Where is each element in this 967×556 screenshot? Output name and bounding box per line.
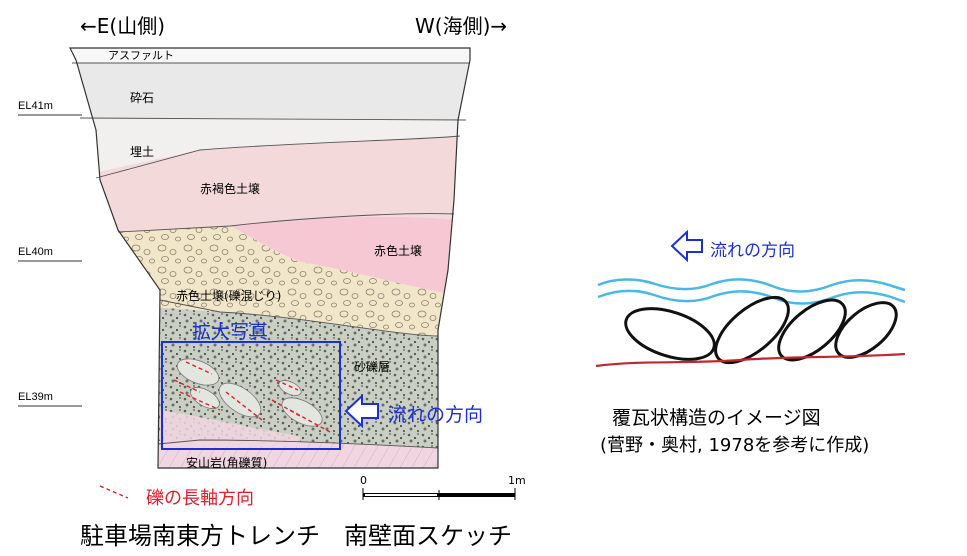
long-axis-mark: [289, 409, 331, 433]
imbrication-source: (菅野・奥村, 1978を参考に作成): [600, 435, 870, 456]
enlarged-photo-label: 拡大写真: [192, 321, 269, 343]
west-direction-label: W(海側)→: [415, 14, 508, 38]
pebble: [714, 295, 790, 365]
long-axis-mark: [271, 399, 301, 417]
long-axis-mark: [173, 379, 201, 393]
fill-label: 埋土: [130, 145, 155, 159]
red-soil-label: 赤色土壌: [374, 244, 423, 258]
scale-bar: [362, 488, 516, 500]
fill-layer: [70, 118, 470, 180]
elevation-label-el40: EL40m: [18, 246, 53, 258]
long-axis-mark: [185, 361, 213, 375]
scale-start-label: 0: [360, 474, 367, 487]
riverbed-line: [595, 352, 906, 368]
trench-sketch: [18, 47, 516, 500]
reddish-brown-soil-label: 赤褐色土壌: [200, 182, 261, 196]
long-axis-legend-label: 礫の長軸方向: [146, 488, 254, 509]
elevation-label-el39: EL39m: [18, 391, 53, 403]
figure-caption: 駐車場南東方トレンチ 南壁面スケッチ: [80, 522, 512, 550]
east-direction-label: ←E(山側): [80, 14, 165, 38]
crushed-stone-label: 砕石: [130, 91, 155, 105]
water-wave-upper: [597, 278, 906, 293]
red-soil-gravel-layer: [70, 226, 470, 340]
legend-dash-icon: [99, 485, 129, 499]
red-soil-gravel-label: 赤色土壌(礫混じり): [176, 289, 282, 303]
imbrication-flow-label: 流れの方向: [710, 241, 795, 261]
scale-end-label: 1m: [508, 474, 526, 487]
flow-direction-label: 流れの方向: [388, 404, 484, 426]
sandy-gravel-label: 砂礫層: [354, 360, 391, 374]
crushed-stone-layer: [70, 63, 470, 120]
long-axis-mark: [225, 391, 263, 421]
elevation-label-el41: EL41m: [18, 100, 53, 112]
long-axis-mark: [179, 391, 221, 411]
enlarged-photo-box: [161, 341, 341, 450]
water-wave-lower: [597, 289, 906, 305]
andesite-label: 安山岩(角礫質): [186, 456, 268, 470]
asphalt-layer: [70, 48, 470, 63]
pebble: [834, 301, 898, 359]
trench-outline: [69, 47, 471, 469]
asphalt-label: アスファルト: [108, 49, 174, 62]
imbrication-title: 覆瓦状構造のイメージ図: [612, 407, 821, 429]
pebble: [777, 298, 847, 362]
flow-arrow-icon: [344, 393, 379, 429]
flow-arrow-icon: [670, 229, 703, 263]
pebble: [624, 307, 716, 361]
red-soil-layer: [230, 216, 470, 300]
